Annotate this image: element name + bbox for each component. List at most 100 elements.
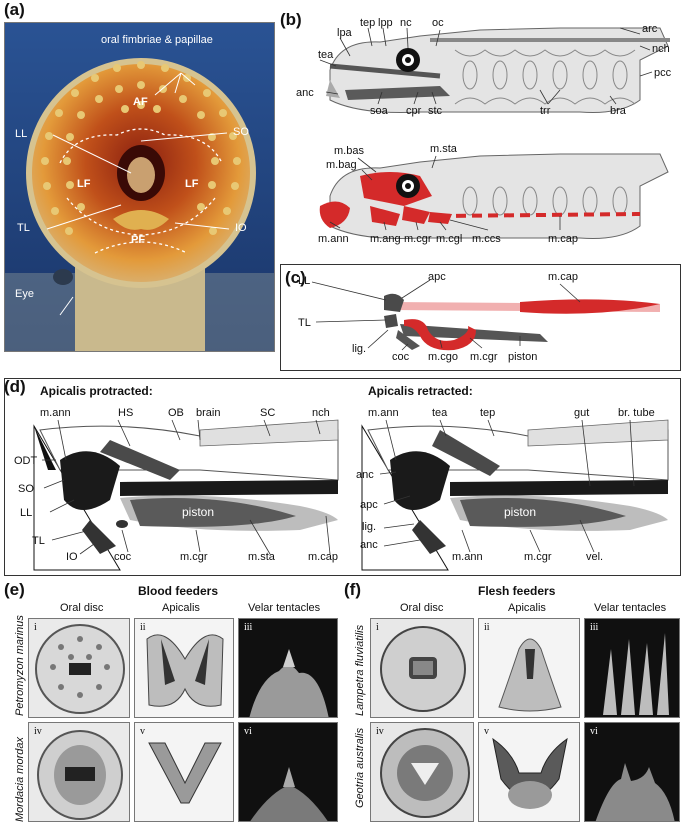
label-d-ODT: ODT (14, 455, 38, 467)
label-d-HS: HS (118, 407, 134, 419)
label-d-nch: nch (312, 407, 330, 419)
e-roman-i: i (34, 622, 37, 633)
label-SO: SO (233, 126, 249, 138)
label-d-r-lig: lig. (362, 521, 377, 533)
label-PF: PF (131, 234, 146, 246)
label-m-cgl: m.cgl (436, 233, 463, 245)
label-d-TL: TL (32, 535, 45, 547)
label-TL: TL (17, 222, 30, 234)
skeleton-top (326, 27, 670, 113)
label-d-IO: IO (66, 551, 78, 563)
label-d-SC: SC (260, 407, 276, 419)
panel-f-col-oral: Oral disc (400, 602, 444, 614)
label-m-bag: m.bag (326, 159, 357, 171)
label-bra: bra (610, 105, 626, 117)
panel-e-col-velar: Velar tentacles (248, 602, 321, 614)
label-nch: nch (652, 43, 670, 55)
e-oral-disc-mordacia (28, 722, 130, 822)
label-m-cap: m.cap (548, 233, 578, 245)
label-m-ann: m.ann (318, 233, 349, 245)
f-roman-iv: iv (376, 726, 384, 737)
label-m-ang: m.ang (370, 233, 401, 245)
label-d-r-anc: anc (356, 469, 374, 481)
panel-e-col-apicalis: Apicalis (162, 602, 200, 614)
panel-d-left-title: Apicalis protracted: (40, 384, 153, 398)
e-apicalis-mordacia (134, 722, 234, 822)
label-d-r-anc2: anc (360, 539, 378, 551)
label-nc: nc (400, 17, 412, 29)
label-d-r-mcgr: m.cgr (524, 551, 552, 563)
label-d-brain: brain (196, 407, 221, 419)
f-apicalis-geotria (478, 722, 580, 822)
e-apicalis-petromyzon (134, 618, 234, 718)
label-tea: tea (318, 49, 334, 61)
panel-f-title: Flesh feeders (478, 584, 556, 598)
label-pcc: pcc (654, 67, 672, 79)
label-c-mcgr: m.cgr (470, 351, 498, 363)
label-m-cgr: m.cgr (404, 233, 432, 245)
label-c-mcgo: m.cgo (428, 351, 458, 363)
f-oral-disc-geotria (370, 722, 474, 822)
label-oral-fimbriae: oral fimbriae & papillae (101, 34, 213, 46)
panel-c-letter: (c) (285, 268, 306, 287)
panel-a-letter: (a) (4, 0, 25, 19)
label-arc: arc (642, 23, 658, 35)
label-tep: tep (360, 17, 376, 29)
label-c-lig: lig. (352, 343, 367, 355)
f-velar-lampetra (584, 618, 680, 718)
label-m-sta: m.sta (430, 143, 457, 155)
panel-d-letter: (d) (4, 377, 26, 396)
label-d-OB: OB (168, 407, 184, 419)
label-d-LL: LL (20, 507, 33, 519)
label-c-apc: apc (428, 271, 446, 283)
panel-f-letter: (f) (344, 580, 361, 599)
label-d-r-brtube: br. tube (618, 407, 655, 419)
oral-disc-illustration (5, 23, 274, 351)
label-IO: IO (235, 222, 247, 234)
e-roman-v: v (140, 726, 145, 737)
panel-e-col-oral: Oral disc (60, 602, 104, 614)
e-roman-ii: ii (140, 622, 146, 633)
label-m-ccs: m.ccs (472, 233, 501, 245)
label-d-msta: m.sta (248, 551, 275, 563)
label-LF-right: LF (185, 178, 199, 190)
label-anc: anc (296, 87, 314, 99)
label-d-r-gut: gut (574, 407, 590, 419)
label-LF-left: LF (77, 178, 91, 190)
label-stc: stc (428, 105, 443, 117)
label-c-coc: coc (392, 351, 410, 363)
lamprey-oral-disc-photo: oral fimbriae & papillae AF SO LL LF LF … (4, 22, 275, 352)
e-roman-iv: iv (34, 726, 42, 737)
label-lpa: lpa (337, 27, 352, 39)
label-trr: trr (540, 105, 551, 117)
panel-e-species-bottom: Mordacia mordax (14, 737, 26, 822)
panel-e-species-top: Petromyzon marinus (14, 615, 26, 716)
panel-d-right-title: Apicalis retracted: (368, 384, 473, 398)
label-lpp: lpp (378, 17, 393, 29)
label-d-mann: m.ann (40, 407, 71, 419)
label-d-r-vel: vel. (586, 551, 604, 563)
f-velar-geotria (584, 722, 680, 822)
f-roman-i: i (376, 622, 379, 633)
label-d-r-tea: tea (432, 407, 448, 419)
label-c-piston: piston (508, 351, 538, 363)
panel-e-title: Blood feeders (138, 584, 219, 598)
label-LL: LL (15, 128, 28, 140)
f-roman-v: v (484, 726, 489, 737)
label-soa: soa (370, 105, 388, 117)
label-d-SO: SO (18, 483, 34, 495)
label-c-TL: TL (298, 317, 311, 329)
panel-f-col-apicalis: Apicalis (508, 602, 546, 614)
panel-f-species-bottom: Geotria australis (354, 727, 366, 808)
f-roman-iii: iii (590, 622, 599, 633)
label-d-piston-left: piston (182, 505, 215, 519)
panel-b-letter: (b) (280, 10, 302, 29)
label-d-mcgr: m.cgr (180, 551, 208, 563)
label-d-r-mann2: m.ann (452, 551, 483, 563)
label-oc: oc (432, 17, 444, 29)
label-d-r-tep: tep (480, 407, 496, 419)
panel-f-col-velar: Velar tentacles (594, 602, 667, 614)
e-oral-disc-petromyzon (28, 618, 130, 718)
e-velar-petromyzon (238, 618, 338, 718)
f-roman-ii: ii (484, 622, 490, 633)
